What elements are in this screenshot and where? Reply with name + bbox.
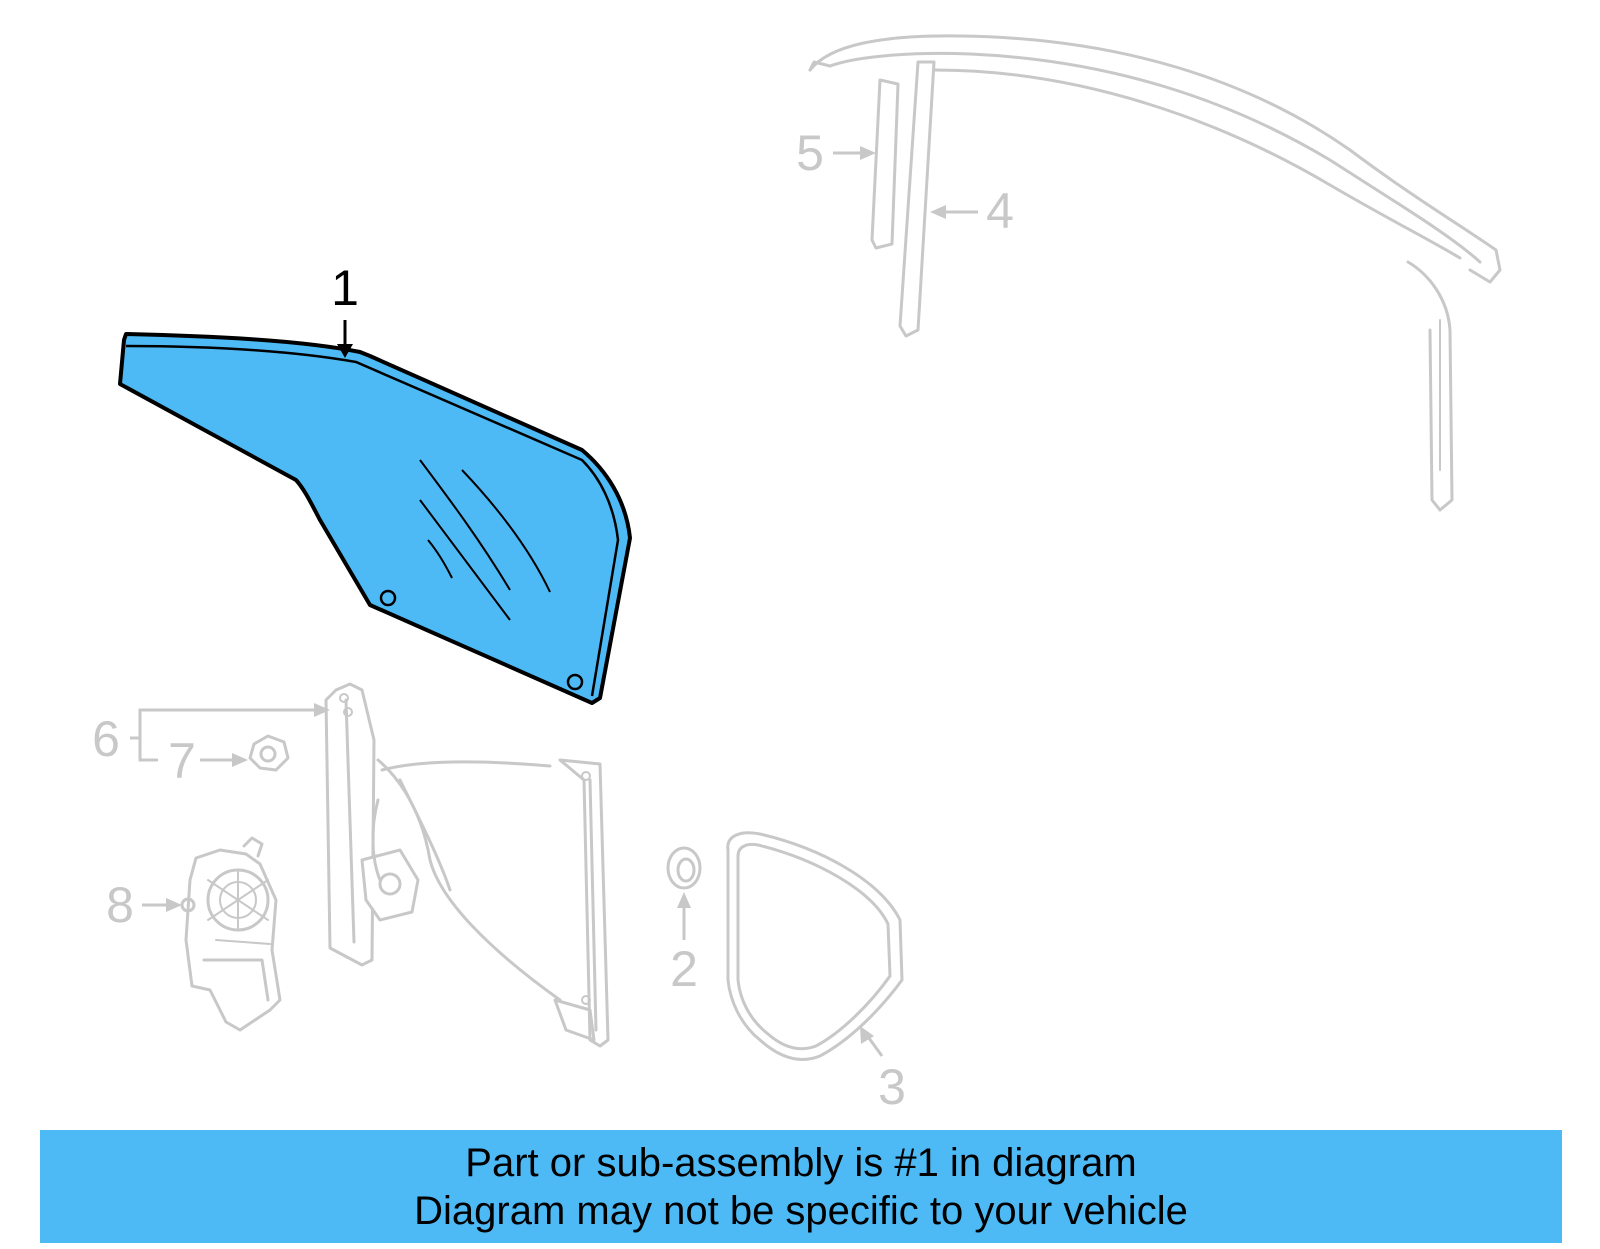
seal-part-3[interactable] [726, 831, 904, 1061]
arrow-7 [232, 753, 248, 767]
arrow-4 [930, 205, 946, 219]
trim-strip-part-5[interactable] [870, 78, 900, 250]
callout-3: 3 [878, 1059, 906, 1115]
callout-2: 2 [670, 941, 698, 997]
arrow-5 [860, 146, 876, 160]
callout-7: 7 [168, 733, 196, 789]
door-glass-part-1[interactable] [118, 332, 632, 705]
glass-mount-hole [566, 673, 584, 691]
callout-6: 6 [92, 711, 120, 767]
banner-line-2: Diagram may not be specific to your vehi… [414, 1188, 1188, 1233]
arrow-3 [860, 1026, 874, 1044]
callout-8: 8 [106, 877, 134, 933]
leader-6 [130, 708, 320, 762]
callout-labels: 1 5 4 6 7 8 2 3 [92, 125, 1014, 1115]
window-regulator-part-6[interactable] [324, 682, 610, 1048]
nut-part-7[interactable] [248, 734, 290, 772]
glass-mount-hole [379, 589, 397, 607]
door-frame-part-4[interactable] [808, 34, 1502, 512]
window-motor-part-8[interactable] [180, 836, 282, 1032]
arrow-1 [337, 344, 353, 358]
door-glass-shape[interactable] [118, 332, 632, 705]
callout-4: 4 [986, 183, 1014, 239]
arrow-8 [166, 898, 182, 912]
arrow-2 [677, 892, 691, 908]
callout-5: 5 [796, 125, 824, 181]
arrow-6 [314, 703, 330, 717]
grommet-part-2[interactable] [666, 846, 702, 890]
callout-1: 1 [331, 260, 359, 316]
info-banner: Part or sub-assembly is #1 in diagram Di… [40, 1130, 1562, 1243]
leader-lines [130, 146, 978, 1057]
banner-line-1: Part or sub-assembly is #1 in diagram [465, 1140, 1137, 1185]
